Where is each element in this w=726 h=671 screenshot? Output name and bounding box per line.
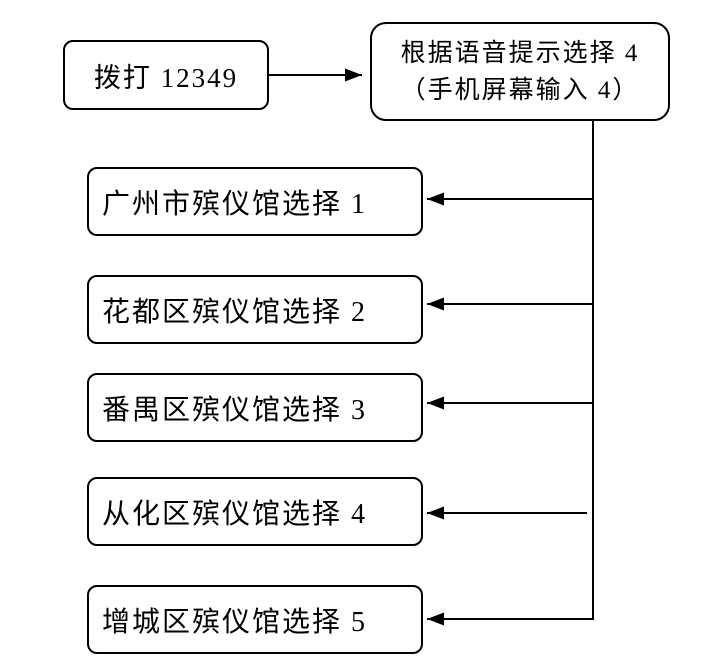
node-option-conghua: 从化区殡仪馆选择 4	[87, 477, 423, 546]
node-option-guangzhou: 广州市殡仪馆选择 1	[87, 167, 423, 236]
node-option-huadu: 花都区殡仪馆选择 2	[87, 275, 423, 344]
node-option-zengcheng: 增城区殡仪馆选择 5	[87, 585, 423, 654]
node-option-zengcheng-label: 增城区殡仪馆选择 5	[102, 606, 368, 638]
connector-trunk-and-option-5	[427, 121, 594, 626]
voice-prompt-line-2: （手机屏幕输入 4）	[400, 76, 640, 104]
node-option-panyu: 番禺区殡仪馆选择 3	[87, 373, 423, 442]
node-option-conghua-label: 从化区殡仪馆选择 4	[102, 498, 368, 530]
node-option-guangzhou-label: 广州市殡仪馆选择 1	[102, 188, 368, 220]
node-option-panyu-label: 番禺区殡仪馆选择 3	[102, 394, 368, 426]
voice-prompt-line-1: 根据语音提示选择 4	[400, 39, 640, 67]
node-dial-12349-label: 拨打 12349	[93, 62, 239, 93]
node-option-huadu-label: 花都区殡仪馆选择 2	[102, 296, 368, 328]
node-dial-12349: 拨打 12349	[63, 40, 269, 110]
node-voice-prompt: 根据语音提示选择 4 （手机屏幕输入 4）	[370, 22, 670, 121]
